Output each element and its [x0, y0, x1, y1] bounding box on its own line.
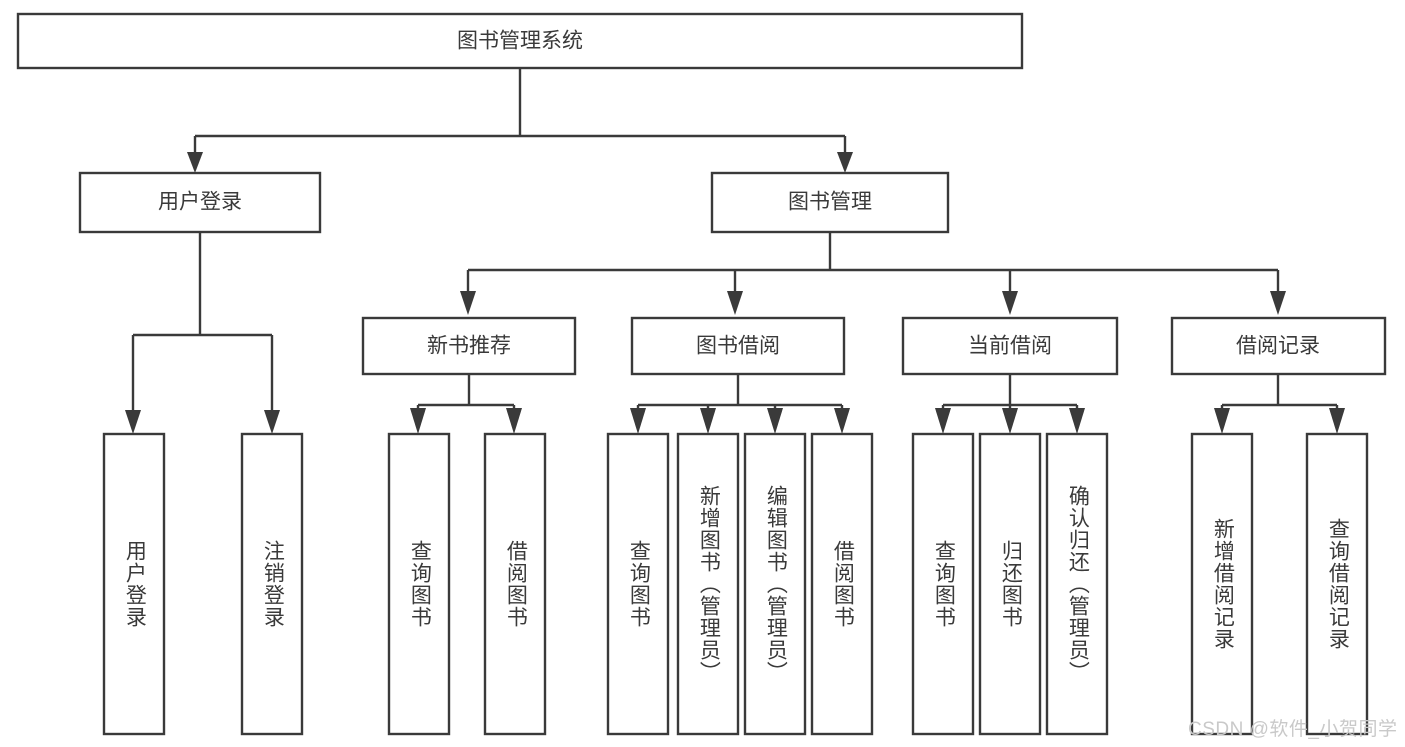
- node-book-borrow[interactable]: [630, 316, 846, 376]
- arrow-head-icon: [834, 408, 850, 434]
- node-book-management-label: 图书管理: [788, 191, 872, 214]
- arrow-head-icon: [935, 408, 951, 434]
- node-new-book-recommend-label: 新书推荐: [427, 335, 511, 358]
- node-leaf-return-book[interactable]: [978, 432, 1042, 736]
- node-borrow-record-label: 借阅记录: [1236, 335, 1320, 358]
- node-leaf-query-book-b[interactable]: [606, 432, 670, 736]
- arrow-head-icon: [837, 152, 853, 173]
- arrow-head-icon: [700, 408, 716, 434]
- node-new-book-recommend[interactable]: [361, 316, 577, 376]
- arrow-head-icon: [506, 408, 522, 434]
- node-root[interactable]: [16, 12, 1024, 70]
- node-borrow-record[interactable]: [1170, 316, 1387, 376]
- node-leaf-edit-book-admin[interactable]: [743, 432, 807, 736]
- node-book-borrow-label: 图书借阅: [696, 335, 780, 358]
- node-current-borrow[interactable]: [901, 316, 1119, 376]
- connector-borrowrecord-to-leaves: [1214, 374, 1345, 434]
- node-leaf-add-borrow-record[interactable]: [1190, 432, 1254, 736]
- arrow-head-icon: [264, 410, 280, 434]
- csdn-watermark: CSDN @软件_小贺同学: [1188, 719, 1398, 740]
- arrow-head-icon: [1069, 408, 1085, 434]
- arrow-head-icon: [727, 291, 743, 315]
- arrow-head-icon: [767, 408, 783, 434]
- node-user-login-label: 用户登录: [158, 191, 242, 214]
- node-user-login[interactable]: [78, 171, 322, 234]
- node-leaf-user-logout[interactable]: [240, 432, 304, 736]
- node-leaf-user-login[interactable]: [102, 432, 166, 736]
- arrow-head-icon: [187, 152, 203, 173]
- node-leaf-query-borrow-record[interactable]: [1305, 432, 1369, 736]
- connector-currentborrow-to-leaves: [935, 374, 1085, 434]
- node-leaf-query-book-a[interactable]: [387, 432, 451, 736]
- arrow-head-icon: [1270, 291, 1286, 315]
- connector-bookborrow-to-leaves: [630, 374, 850, 434]
- arrow-head-icon: [1002, 291, 1018, 315]
- arrow-head-icon: [410, 408, 426, 434]
- node-leaf-query-book-c[interactable]: [911, 432, 975, 736]
- arrow-head-icon: [125, 410, 141, 434]
- arrow-head-icon: [1002, 408, 1018, 434]
- connector-newbook-to-leaves: [410, 374, 522, 434]
- arrow-head-icon: [630, 408, 646, 434]
- node-leaf-borrow-book-b[interactable]: [810, 432, 874, 736]
- connector-root-to-level1: [187, 68, 853, 173]
- node-book-management[interactable]: [710, 171, 950, 234]
- node-current-borrow-label: 当前借阅: [968, 335, 1052, 358]
- connector-bookmgmt-to-level2: [460, 232, 1286, 315]
- node-leaf-borrow-book-a[interactable]: [483, 432, 547, 736]
- arrow-head-icon: [460, 291, 476, 315]
- node-leaf-add-book-admin[interactable]: [676, 432, 740, 736]
- connector-userlogin-to-leaves: [125, 232, 280, 434]
- node-root-label: 图书管理系统: [457, 30, 583, 53]
- node-leaf-confirm-return-admin[interactable]: [1045, 432, 1109, 736]
- arrow-head-icon: [1329, 408, 1345, 434]
- arrow-head-icon: [1214, 408, 1230, 434]
